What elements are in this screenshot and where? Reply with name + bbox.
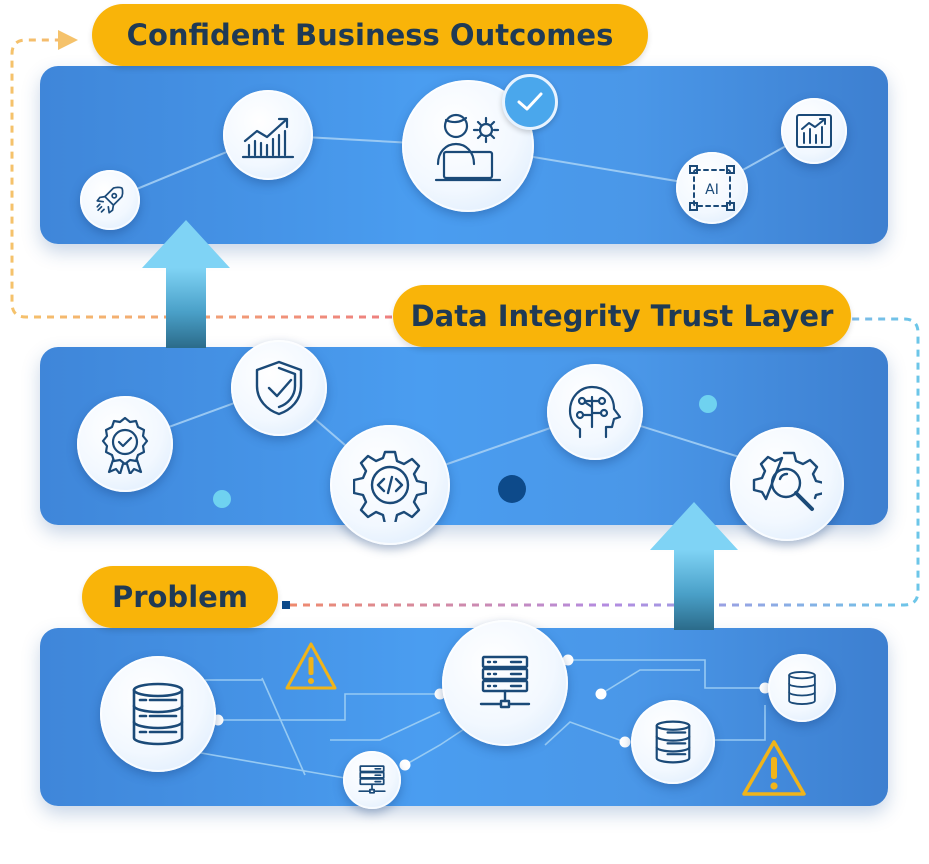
search-gear-node	[730, 427, 844, 541]
bar-chart-icon	[796, 114, 832, 148]
code-gear-icon	[353, 450, 427, 522]
rocket-node	[80, 170, 140, 230]
database-small-node	[768, 654, 836, 722]
database-node	[100, 656, 216, 772]
shield-node	[231, 340, 327, 436]
outcomes-label: Confident Business Outcomes	[92, 4, 648, 66]
ai-chip-label: AI	[705, 182, 719, 198]
bar-chart-node	[781, 98, 847, 164]
shield-check-icon	[255, 360, 303, 416]
code-gear-node	[330, 425, 450, 545]
dashed-loop-start	[282, 601, 290, 609]
quality-badge-node	[77, 396, 173, 492]
search-gear-icon	[752, 451, 822, 511]
server-small-node	[343, 751, 401, 809]
ai-brain-icon	[568, 385, 622, 439]
database-icon	[132, 682, 184, 746]
check-badge	[502, 74, 558, 130]
problem-label: Problem	[82, 566, 278, 628]
server-node	[442, 620, 568, 746]
database-small-icon	[788, 671, 816, 705]
quality-badge-icon	[101, 416, 149, 474]
rocket-icon	[96, 186, 124, 214]
engineer-laptop-icon	[434, 113, 502, 182]
growth-chart-icon	[241, 117, 295, 159]
server-network-icon	[479, 655, 531, 709]
growth-chart-node	[223, 90, 313, 180]
ai-node: AI	[676, 152, 748, 224]
ai-brain-node	[547, 364, 643, 460]
server-small-icon	[358, 765, 386, 794]
check-icon	[517, 92, 543, 111]
dashed-arrowhead	[58, 30, 78, 50]
database-medium-icon	[655, 720, 691, 764]
ai-chip-icon: AI	[689, 165, 735, 211]
database-medium-node	[631, 700, 715, 784]
trust-layer-label: Data Integrity Trust Layer	[393, 285, 851, 347]
